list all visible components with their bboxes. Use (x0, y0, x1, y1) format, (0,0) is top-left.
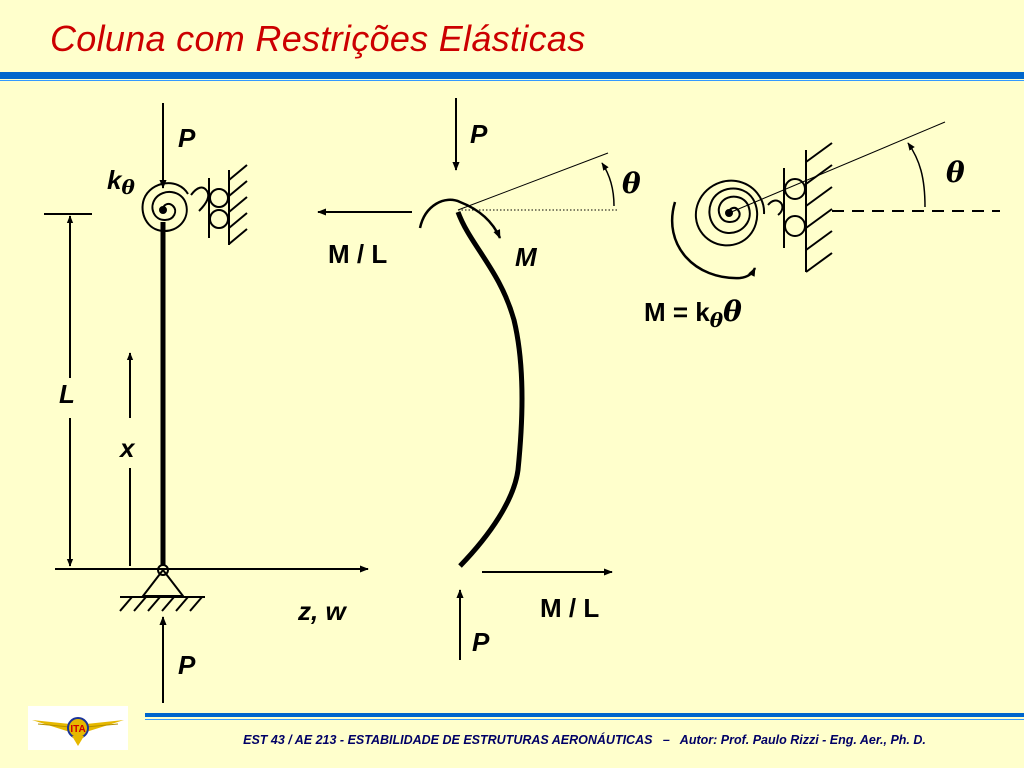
footer-separator: – (662, 733, 670, 747)
shear-label-top: M / L (328, 239, 387, 269)
title-divider-thin (0, 80, 1024, 81)
deformed-column (455, 211, 525, 568)
load-label-bottom-middle: P (472, 627, 490, 657)
tangent-line-middle (457, 152, 609, 211)
moment-label: M (515, 242, 538, 272)
footer-divider-thin (145, 719, 1024, 720)
spiral-spring-icon (694, 179, 784, 247)
roller-support-right (783, 142, 833, 273)
load-label-bottom-left: P (178, 650, 196, 680)
footer-course: EST 43 / AE 213 - ESTABILIDADE DE ESTRUT… (243, 733, 653, 747)
axis-label-zw: z, w (297, 596, 347, 626)
roller-support-top-left (208, 164, 248, 245)
length-dimension (44, 213, 92, 567)
free-body-figure: P M / L M θ M / L P (317, 98, 641, 660)
torsional-spring-icon (141, 182, 210, 233)
left-column-figure: P kθ (44, 103, 369, 703)
slide-title: Coluna com Restrições Elásticas (50, 18, 586, 59)
angle-arc-right (907, 142, 926, 208)
moment-arc (418, 198, 502, 239)
x-label: x (118, 433, 136, 463)
footer-divider (145, 713, 1024, 717)
tangent-line-right (728, 121, 946, 214)
spring-detail-figure: θ M = kθθ (644, 121, 1000, 332)
angle-arc-middle (601, 162, 615, 207)
footer-text: EST 43 / AE 213 - ESTABILIDADE DE ESTRUT… (145, 733, 1024, 747)
load-label-top-middle: P (470, 119, 488, 149)
spring-constant-label: kθ (107, 165, 135, 199)
moment-relation: M = kθθ (644, 295, 742, 332)
title-divider (0, 72, 1024, 79)
ita-logo: ITA (28, 706, 128, 750)
footer-author: Autor: Prof. Paulo Rizzi - Eng. Aer., Ph… (679, 733, 926, 747)
load-label-top-left: P (178, 123, 196, 153)
angle-label-right: θ (946, 156, 965, 189)
shear-label-bottom: M / L (540, 593, 599, 623)
angle-label-middle: θ (622, 167, 641, 200)
length-label: L (59, 379, 75, 409)
logo-text: ITA (70, 724, 85, 735)
pin-support-bottom-left (119, 564, 205, 612)
moment-arc-right (670, 201, 757, 280)
column-diagram: P kθ (44, 98, 1000, 703)
